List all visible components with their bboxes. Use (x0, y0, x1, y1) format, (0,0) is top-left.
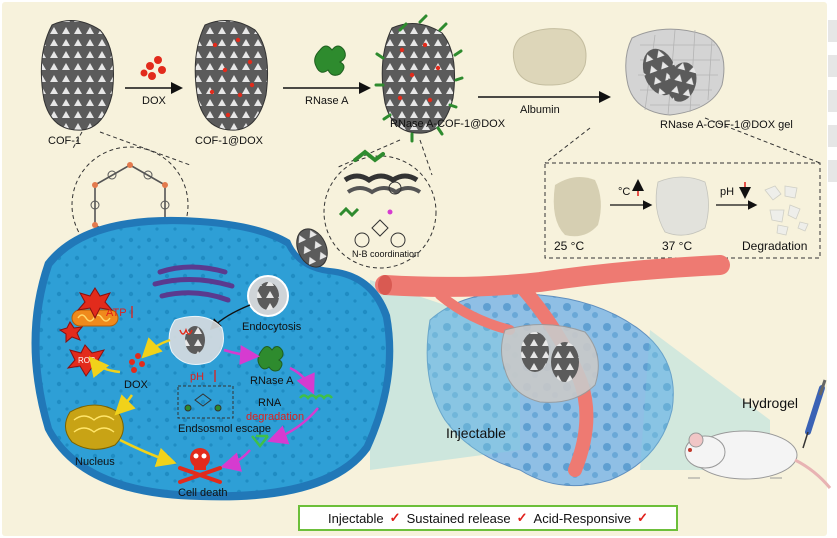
cof1-particle (40, 20, 114, 131)
gel-block (625, 28, 725, 116)
golgi-apparatus (152, 264, 235, 303)
nucleus-organelle (65, 404, 124, 450)
feature-sustained-release: Sustained release (406, 510, 511, 526)
rna-fragments-icon (251, 434, 269, 449)
degradation-label: Degradation (742, 239, 807, 253)
checkmark-icon: ✓ (637, 510, 648, 525)
cof1-dox-particle (194, 20, 269, 131)
gel-degraded-fragments (764, 185, 809, 236)
gel-25c-blob (553, 176, 601, 237)
endocytosis-label: Endocytosis (242, 321, 302, 333)
cell-death-skull-icon (178, 448, 222, 484)
cof-nanoparticle-entering (296, 228, 328, 268)
hydrogel-label: Hydrogel (742, 395, 798, 411)
nb-coordination-label: N-B coordination (352, 249, 419, 259)
vessel-opening (378, 275, 392, 295)
endosome (168, 315, 224, 365)
nb-coordination-inset (323, 149, 437, 269)
cell-dox-label: DOX (124, 379, 149, 391)
rnase-cof1-dox-particle (374, 14, 464, 143)
syringe-icon (802, 379, 827, 449)
temperature-label: °C (618, 186, 630, 198)
endosome-ph-label: pH (190, 371, 204, 383)
callout-line-nb-left (335, 139, 401, 169)
arrow-fragments-to-death (220, 449, 251, 472)
injected-hydrogel (501, 324, 599, 403)
feature-acid-responsive: Acid-Responsive (533, 510, 632, 526)
arrow-dox-to-ros (88, 356, 121, 378)
cell-rnase-protein (257, 346, 284, 372)
callout-line-cof1-right (99, 131, 191, 166)
nucleus-label: Nucleus (75, 456, 115, 468)
rna-degradation-label: degradation (246, 411, 304, 423)
gel-37c-blob (655, 176, 709, 236)
dox-label: DOX (142, 95, 167, 107)
rnase-cof1-dox-label: RNase A-COF-1@DOX (390, 118, 506, 130)
atp-label: ATP (106, 307, 127, 319)
endosome-escape-box (177, 385, 234, 419)
callout-line-cof1-left (71, 131, 83, 151)
arrow-rna-to-fragments (267, 407, 319, 445)
arrow-dox-to-nucleus (114, 394, 136, 416)
cof1-dox-label: COF-1@DOX (195, 135, 264, 147)
arrow-nucleus-to-death (119, 438, 177, 467)
ros-burst-icon (58, 287, 114, 377)
magnify-beam-left (370, 280, 520, 470)
callout-line-gel-left (544, 127, 591, 164)
cell-death-label: Cell death (178, 487, 228, 499)
albumin-label: Albumin (520, 104, 560, 116)
rnase-label: RNase A (305, 95, 349, 107)
mouse-illustration (684, 430, 832, 489)
gel-label: RNase A-COF-1@DOX gel (660, 119, 793, 131)
temp-25-label: 25 °C (554, 239, 584, 253)
rnase-protein-icon (314, 45, 346, 76)
callout-line-nb-right (419, 139, 433, 176)
arrow-endosome-to-rnase (223, 345, 260, 365)
footer-features-box: Injectable ✓ Sustained release ✓ Acid-Re… (298, 505, 678, 531)
feature-injectable: Injectable (328, 510, 384, 526)
endocytosis-vesicle (247, 275, 289, 317)
temp-37-label: 37 °C (662, 239, 692, 253)
cell-rnase-label: RNase A (250, 375, 294, 387)
arrow-endosome-to-dox (141, 337, 171, 359)
endosome-escape-label: Endsosmol escape (178, 423, 271, 435)
dox-molecules-icon (140, 56, 166, 80)
rna-strand-icon (299, 394, 333, 400)
rna-label: RNA (258, 397, 282, 409)
arrow-rnase-to-rna (289, 366, 315, 395)
endosome-escape-structure-icon (184, 393, 222, 412)
albumin-blob (512, 28, 587, 86)
cell-dox-molecules (129, 353, 145, 373)
ros-label: ROS (78, 356, 95, 365)
checkmark-icon: ✓ (389, 510, 401, 525)
right-edge-strips (828, 20, 837, 182)
ph-label: pH (720, 186, 734, 198)
checkmark-icon: ✓ (516, 510, 528, 525)
injectable-label: Injectable (446, 425, 506, 441)
cof1-label: COF-1 (48, 135, 81, 147)
